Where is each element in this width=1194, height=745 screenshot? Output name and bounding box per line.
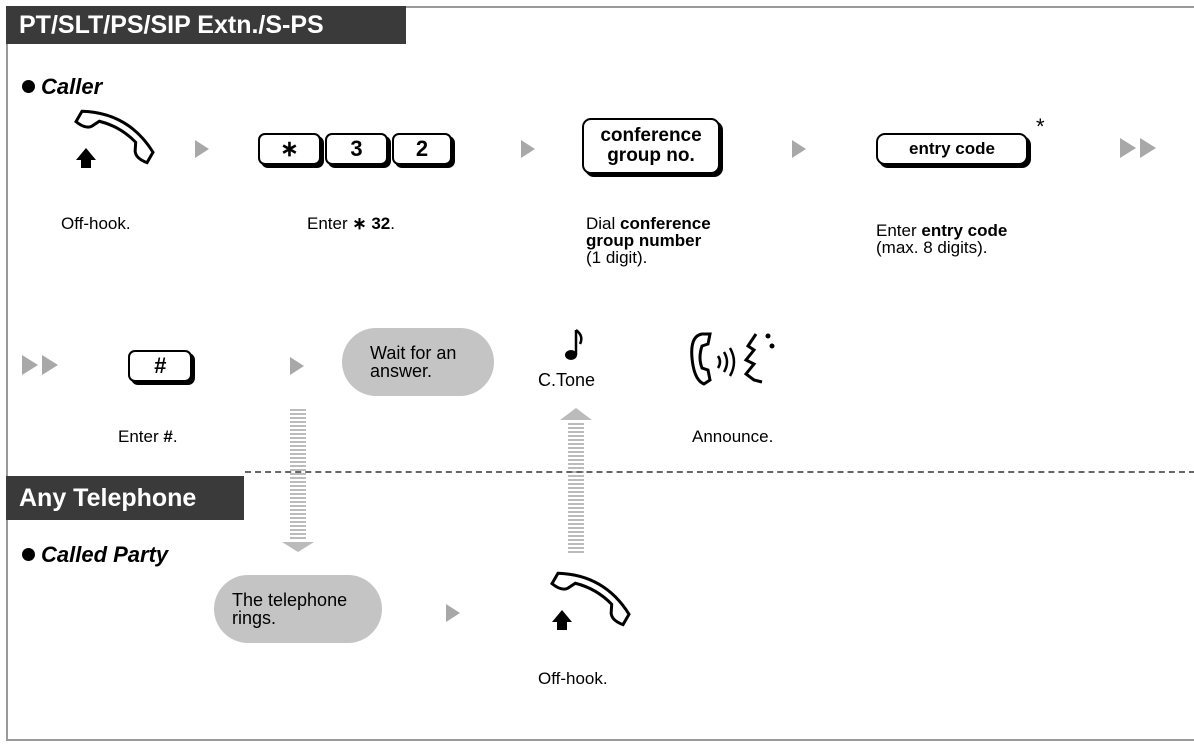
double-arrow-icon	[1120, 138, 1156, 158]
step-arrow-icon	[521, 140, 535, 158]
key-star: ∗	[258, 133, 321, 165]
bullet-dot	[22, 80, 35, 93]
key-hash: #	[128, 350, 192, 382]
section-divider	[245, 471, 1194, 473]
handset-offhook-icon	[550, 571, 631, 630]
ring-down-arrow-icon	[282, 409, 314, 552]
bullet-dot	[22, 548, 35, 561]
double-arrow-icon	[22, 355, 58, 375]
step-arrow-icon	[792, 140, 806, 158]
step-arrow-icon	[195, 140, 209, 158]
entry-asterisk: *	[1036, 114, 1045, 139]
caption-enter-code: Enter ∗ 32.	[307, 214, 395, 233]
caption-dial-conference: Dial conference group number (1 digit).	[586, 214, 711, 267]
caption-c-tone: C.Tone	[538, 370, 596, 390]
caption-offhook-called: Off-hook.	[538, 669, 608, 688]
diagram-frame	[6, 6, 1194, 741]
role-called-party: Called Party	[22, 542, 168, 568]
key-entry-code: entry code	[876, 133, 1028, 165]
step-arrow-icon	[290, 357, 304, 375]
key-3: 3	[325, 133, 388, 165]
section-header-any-telephone: Any Telephone	[6, 476, 244, 520]
caption-announce: Announce.	[692, 427, 774, 446]
caption-enter-entry-code: Enter entry code (max. 8 digits).	[876, 221, 1008, 257]
section-header-extension: PT/SLT/PS/SIP Extn./S-PS	[6, 6, 406, 44]
answer-up-arrow-icon	[560, 408, 592, 553]
key-2: 2	[392, 133, 452, 165]
music-note-icon	[565, 329, 583, 360]
caption-enter-hash: Enter #.	[118, 427, 178, 446]
role-caller: Caller	[22, 74, 102, 100]
handset-offhook-icon	[74, 109, 155, 168]
caption-offhook: Off-hook.	[61, 214, 131, 233]
step-arrow-icon	[446, 604, 460, 622]
announce-icon	[690, 332, 775, 386]
